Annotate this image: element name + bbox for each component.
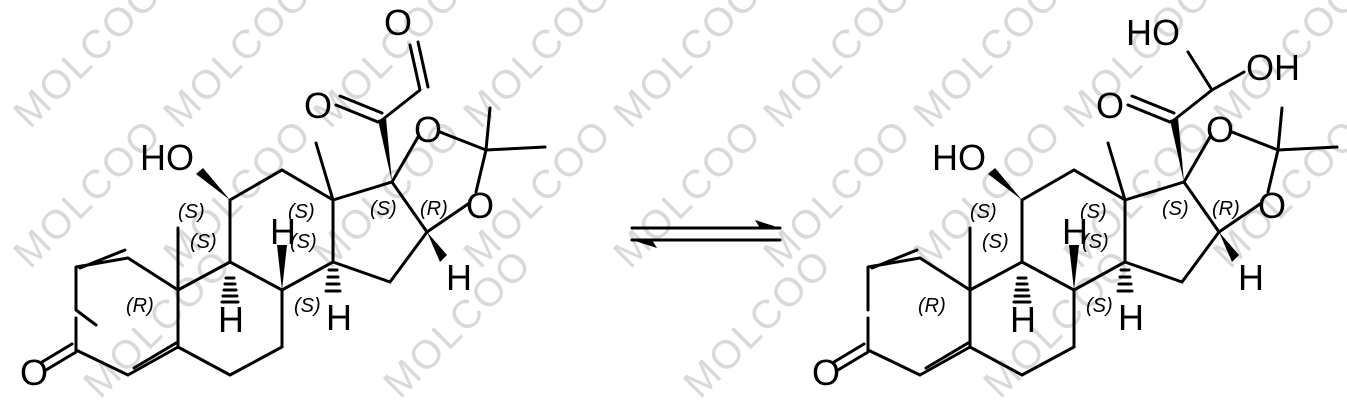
watermark-text: MOLCOO xyxy=(755,0,920,136)
right-stereo-label: (S) xyxy=(982,231,1009,253)
left-atom-h16: H xyxy=(446,257,472,298)
right-h9-hash xyxy=(1012,276,1032,304)
left-ring-c-bonds xyxy=(228,168,335,292)
watermark-text: MOLCOO xyxy=(455,0,620,136)
left-atom-c20-o: O xyxy=(304,85,332,126)
right-c17-wedge xyxy=(1170,118,1184,182)
left-ketone-bond xyxy=(40,342,74,364)
left-c21-aldehyde-bond xyxy=(408,43,422,92)
left-h8-wedge xyxy=(277,245,287,290)
right-stereo-label: (S) xyxy=(970,201,997,223)
right-ring-a-bonds xyxy=(866,248,972,377)
left-atom-h8: H xyxy=(270,211,296,252)
right-stereo-label: (S) xyxy=(1162,198,1189,220)
right-atom-c20-o: O xyxy=(1096,85,1124,126)
watermark-text: MOLCOO xyxy=(605,0,770,136)
forward-arrow-head xyxy=(755,220,780,228)
left-stereo-label: (S) xyxy=(190,231,217,253)
right-atom-diol-oh2: OH xyxy=(1246,47,1300,88)
right-stereo-label: (R) xyxy=(1212,198,1240,220)
right-atom-h14: H xyxy=(1118,297,1144,338)
watermark-text: MOLCOO xyxy=(905,0,1070,136)
right-ring-b-bonds xyxy=(968,260,1076,377)
left-stereo-label: (S) xyxy=(290,231,317,253)
reverse-arrow-head xyxy=(632,240,657,248)
left-ring-a-bonds xyxy=(74,248,180,377)
right-stereo-label: (S) xyxy=(1086,295,1113,317)
left-stereo-label: (S) xyxy=(288,201,315,223)
watermark-text: MOLCOO xyxy=(755,111,920,276)
left-h9-hash xyxy=(220,276,240,304)
right-atom-h16: H xyxy=(1238,257,1264,298)
left-c13-methyl xyxy=(314,141,335,202)
left-atom-aldehyde-o: O xyxy=(384,2,412,43)
left-stereo-label: (R) xyxy=(126,295,154,317)
right-molecule: O HO O HO OH O O H H H H (S) (S) (S) (S)… xyxy=(812,12,1339,393)
right-c13-methyl xyxy=(1106,141,1127,202)
right-c20-o-bond xyxy=(1126,103,1172,124)
right-stereo-label: (S) xyxy=(1082,231,1109,253)
right-h14-hash xyxy=(1116,268,1134,293)
watermark-text: MOLCOO xyxy=(75,241,240,405)
watermark-text: MOLCOO xyxy=(605,111,770,276)
right-atom-ring-o2: O xyxy=(1258,185,1286,226)
right-c21-oh1-bond xyxy=(1186,50,1214,92)
left-stereo-label: (S) xyxy=(370,198,397,220)
left-atom-h14: H xyxy=(326,297,352,338)
left-stereo-label: (S) xyxy=(294,295,321,317)
left-stereo-label: (R) xyxy=(420,198,448,220)
right-ketone-bond xyxy=(832,342,866,364)
watermark-text: MOLCOO xyxy=(5,0,170,136)
left-molecule: O HO O O O O H H H H (S) (S) (S) (S) (S)… xyxy=(20,2,547,393)
left-atom-ring-o1: O xyxy=(414,109,442,150)
watermark-layer: MOLCOO MOLCOO MOLCOO MOLCOO MOLCOO MOLCO… xyxy=(5,0,1347,405)
left-c20-o-bond xyxy=(338,94,384,115)
equilibrium-arrow xyxy=(630,220,782,248)
left-c21-aldehyde-bond xyxy=(416,40,430,89)
left-c17-wedge xyxy=(378,118,392,182)
left-atom-ketone-o: O xyxy=(20,352,48,393)
right-stereo-label: (R) xyxy=(918,295,946,317)
right-h8-wedge xyxy=(1069,245,1079,290)
right-c21-oh2-bond xyxy=(1210,70,1246,92)
right-c20-o-bond xyxy=(1130,94,1176,115)
right-stereo-label: (S) xyxy=(1080,201,1107,223)
left-dioxolane-bonds xyxy=(390,106,547,234)
left-ketone-bond xyxy=(44,350,78,372)
right-atom-ketone-o: O xyxy=(812,352,840,393)
left-c20-c21-bond xyxy=(380,88,422,122)
right-h16-wedge xyxy=(1219,232,1239,262)
left-atom-h9: H xyxy=(218,299,244,340)
left-oh-wedge xyxy=(196,168,230,200)
right-dioxolane-bonds xyxy=(1182,106,1339,234)
watermark-text: MOLCOO xyxy=(5,111,170,276)
left-stereo-label: (S) xyxy=(178,201,205,223)
right-ring-c-bonds xyxy=(1020,168,1127,292)
watermark-text: MOLCOO xyxy=(155,0,320,136)
left-h16-wedge xyxy=(427,232,447,262)
left-ring-b-bonds xyxy=(176,260,284,377)
right-atom-ring-o1: O xyxy=(1206,109,1234,150)
right-c20-c21-bond xyxy=(1172,88,1214,122)
right-atom-h8: H xyxy=(1062,211,1088,252)
right-atom-h9: H xyxy=(1010,299,1036,340)
right-ring-d-bonds xyxy=(1123,180,1221,284)
right-oh-wedge xyxy=(988,168,1022,200)
left-c20-o-bond xyxy=(334,103,380,124)
left-h14-hash xyxy=(324,268,342,293)
right-atom-diol-oh1: HO xyxy=(1126,12,1180,53)
right-ketone-bond xyxy=(836,350,870,372)
left-atom-hydroxyl: HO xyxy=(140,137,194,178)
right-atom-hydroxyl: HO xyxy=(932,137,986,178)
left-atom-ring-o2: O xyxy=(466,185,494,226)
